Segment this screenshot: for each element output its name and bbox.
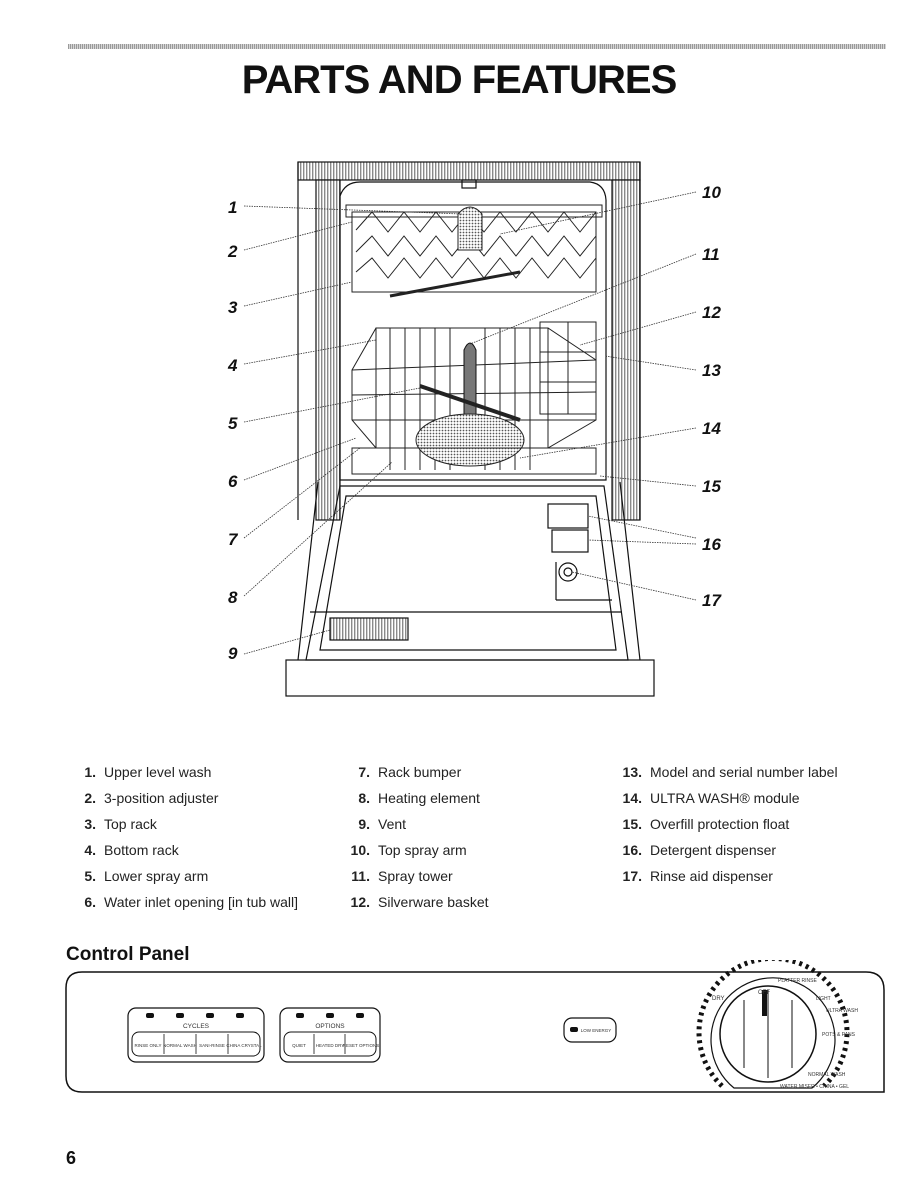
cycle-indicator-light bbox=[206, 1013, 214, 1018]
callout-10: 10 bbox=[702, 183, 721, 202]
callout-3: 3 bbox=[228, 298, 238, 317]
callout-6: 6 bbox=[228, 472, 238, 491]
dishwasher-diagram: 1 2 3 4 5 6 7 8 9 10 11 12 13 14 15 16 1… bbox=[227, 161, 722, 697]
legend-item: 17.Rinse aid dispenser bbox=[622, 868, 773, 884]
low-energy-button[interactable] bbox=[563, 1017, 617, 1043]
control-panel-outline bbox=[65, 971, 885, 1093]
leader-lines bbox=[243, 191, 697, 655]
options-group: OPTIONS QUIET HEATED DRY RESET OPTIONS bbox=[279, 1007, 381, 1063]
legend-item: 1.Upper level wash bbox=[84, 764, 212, 780]
cycles-label: CYCLES bbox=[183, 1023, 210, 1030]
option-indicator-light bbox=[296, 1013, 304, 1018]
legend-column-1: 1.Upper level wash 2.3-position adjuster… bbox=[82, 764, 298, 920]
legend-item: 4.Bottom rack bbox=[84, 842, 179, 858]
legend-item: 12.Silverware basket bbox=[350, 894, 489, 910]
control-panel-heading: Control Panel bbox=[66, 944, 190, 965]
dial-off-label: OFF bbox=[758, 990, 770, 996]
control-panel-diagram: CYCLES RINSE ONLY NORMAL WASH SANI-RINSE… bbox=[65, 960, 885, 1093]
legend-item: 16.Detergent dispenser bbox=[622, 842, 777, 858]
legend-item: 9.Vent bbox=[358, 816, 407, 832]
low-energy-label: LOW ENERGY bbox=[581, 1028, 612, 1033]
cycle-indicator-light bbox=[146, 1013, 154, 1018]
cabinet-frame bbox=[297, 161, 641, 521]
cycle-indicator-light bbox=[176, 1013, 184, 1018]
legend-item: 3.Top rack bbox=[84, 816, 157, 832]
legend-item: 7.Rack bumper bbox=[358, 764, 462, 780]
dial-label-light: LIGHT bbox=[816, 996, 831, 1002]
callout-15: 15 bbox=[702, 477, 721, 496]
callout-13: 13 bbox=[702, 361, 721, 380]
callout-12: 12 bbox=[702, 303, 721, 322]
cycle-button-rinse-only[interactable]: RINSE ONLY bbox=[135, 1043, 162, 1048]
callout-1: 1 bbox=[228, 198, 237, 217]
cycle-button-normal-wash[interactable]: NORMAL WASH bbox=[163, 1043, 197, 1048]
legend-item: 15.Overfill protection float bbox=[622, 816, 790, 832]
page-title: PARTS AND FEATURES bbox=[241, 58, 678, 102]
option-button-heated-dry[interactable]: HEATED DRY bbox=[316, 1043, 345, 1048]
legend-column-2: 7.Rack bumper 8.Heating element 9.Vent 1… bbox=[348, 764, 489, 920]
callout-14: 14 bbox=[702, 419, 721, 438]
legend-item: 10.Top spray arm bbox=[350, 842, 467, 858]
option-button-reset-options[interactable]: RESET OPTIONS bbox=[343, 1043, 379, 1048]
door bbox=[285, 481, 655, 697]
callout-11: 11 bbox=[702, 245, 720, 264]
callout-7: 7 bbox=[228, 530, 239, 549]
dial-label-platter-rinse: PLATTER RINSE bbox=[778, 978, 817, 984]
legend-item: 8.Heating element bbox=[358, 790, 480, 806]
legend-item: 2.3-position adjuster bbox=[84, 790, 219, 806]
option-button-strip[interactable] bbox=[283, 1031, 377, 1057]
dial-label-normal-wash: NORMAL WASH bbox=[808, 1072, 846, 1078]
cycles-group: CYCLES RINSE ONLY NORMAL WASH SANI-RINSE… bbox=[127, 1007, 265, 1063]
bottom-rack bbox=[351, 321, 597, 475]
callout-16: 16 bbox=[702, 535, 721, 554]
dial-label-pots-pans: POTS & PANS bbox=[822, 1032, 856, 1038]
cycle-button-strip[interactable] bbox=[131, 1031, 261, 1057]
legend-item: 11.Spray tower bbox=[351, 868, 453, 884]
option-indicator-light bbox=[356, 1013, 364, 1018]
dial-label-ultra-wash: ULTRA WASH bbox=[826, 1008, 858, 1014]
legend-column-3: 13.Model and serial number label 14.ULTR… bbox=[620, 764, 838, 894]
callout-4: 4 bbox=[227, 356, 238, 375]
option-button-quiet[interactable]: QUIET bbox=[292, 1043, 306, 1048]
page-number: 6 bbox=[66, 1148, 77, 1168]
top-rack bbox=[345, 204, 603, 298]
legend-item: 14.ULTRA WASH® module bbox=[622, 790, 800, 806]
parts-legend: 1.Upper level wash 2.3-position adjuster… bbox=[0, 764, 918, 924]
legend-item: 13.Model and serial number label bbox=[622, 764, 838, 780]
callout-5: 5 bbox=[228, 414, 238, 433]
dial-label-water-miser: WATER MISER • CHINA • GEL bbox=[780, 1084, 849, 1090]
callout-8: 8 bbox=[228, 588, 238, 607]
header-rule bbox=[68, 44, 886, 49]
legend-item: 5.Lower spray arm bbox=[84, 868, 209, 884]
dial-dry-label: DRY bbox=[712, 996, 725, 1002]
options-label: OPTIONS bbox=[315, 1023, 345, 1030]
cycle-button-china-crystal[interactable]: CHINA CRYSTAL bbox=[226, 1043, 262, 1048]
legend-item: 6.Water inlet opening [in tub wall] bbox=[84, 894, 299, 910]
cycle-dial: OFF DRY PLATTER RINSE LIGHT ULTRA WASH P… bbox=[696, 960, 858, 1090]
cycle-button-sani-rinse[interactable]: SANI-RINSE bbox=[199, 1043, 225, 1048]
dial-pointer bbox=[762, 990, 767, 1016]
callout-9: 9 bbox=[228, 644, 238, 663]
callout-2: 2 bbox=[227, 242, 238, 261]
low-energy-indicator-light bbox=[570, 1027, 578, 1032]
callout-17: 17 bbox=[702, 591, 722, 610]
cycle-indicator-light bbox=[236, 1013, 244, 1018]
low-energy-button-group: LOW ENERGY bbox=[563, 1017, 617, 1043]
option-indicator-light bbox=[326, 1013, 334, 1018]
